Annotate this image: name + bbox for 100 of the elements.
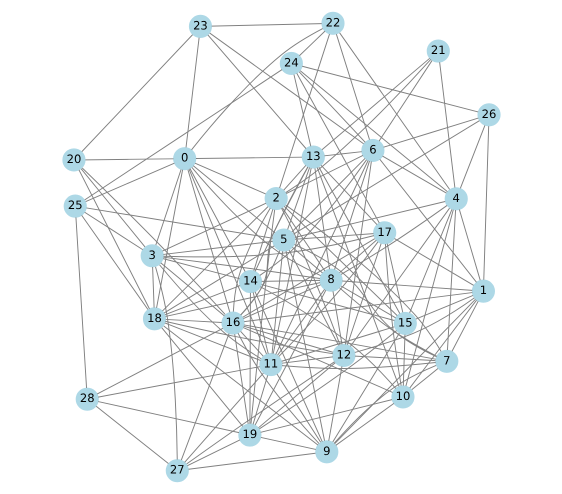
connector: [185, 37, 200, 148]
connector: [341, 280, 472, 291]
connector: [459, 124, 485, 189]
connector: [334, 402, 394, 446]
connector: [328, 366, 342, 442]
connector: [258, 330, 397, 430]
connector: [438, 62, 455, 188]
connector: [252, 374, 268, 425]
node-circle: 19: [238, 423, 261, 447]
connector: [208, 32, 364, 144]
connector: [274, 160, 368, 356]
node-circle: 9: [314, 440, 338, 464]
connector: [250, 209, 275, 424]
connector: [243, 292, 472, 322]
connector: [334, 298, 476, 444]
node-circle: 14: [238, 270, 262, 294]
connector: [188, 452, 316, 470]
connector: [382, 156, 446, 194]
connector: [354, 297, 474, 353]
connector: [164, 282, 320, 317]
connector: [97, 401, 239, 434]
connector: [281, 362, 436, 369]
connector: [278, 241, 378, 357]
connector: [74, 216, 87, 388]
connector: [186, 169, 230, 313]
connector: [283, 206, 398, 316]
node-circle: 10: [390, 385, 414, 408]
connector: [446, 210, 456, 351]
node-circle: 6: [360, 138, 384, 162]
connector: [286, 167, 310, 230]
connector: [458, 209, 480, 281]
connector: [84, 158, 174, 160]
connector: [280, 208, 340, 346]
node-circle: 15: [393, 312, 416, 335]
connector: [354, 356, 436, 362]
connector: [408, 208, 452, 314]
node-circle: 25: [63, 194, 86, 218]
connector: [382, 118, 478, 148]
connector: [162, 202, 266, 252]
connector: [164, 322, 260, 361]
connector: [162, 258, 240, 280]
node-circle: 18: [142, 307, 166, 330]
connector: [280, 326, 394, 362]
connector: [242, 327, 393, 393]
connector: [164, 285, 240, 316]
connector: [163, 245, 274, 314]
connector: [344, 161, 372, 345]
connector: [285, 250, 325, 442]
connector: [164, 320, 333, 354]
connector: [394, 238, 474, 286]
connector: [190, 28, 323, 150]
connector: [378, 158, 476, 283]
connector: [294, 201, 446, 238]
connector: [276, 288, 325, 356]
connector: [332, 290, 342, 345]
node-circle: 2: [264, 186, 288, 210]
connector: [314, 168, 330, 270]
connector: [318, 166, 400, 314]
connector: [281, 356, 333, 364]
connector: [243, 324, 436, 360]
connector: [188, 168, 246, 272]
connector: [97, 366, 260, 398]
connector: [282, 207, 325, 272]
connector: [298, 71, 366, 143]
connector: [254, 166, 308, 272]
connector: [285, 154, 363, 194]
connector: [190, 167, 321, 276]
connector: [210, 23, 322, 27]
node-circle: 11: [258, 353, 282, 376]
connector: [260, 284, 394, 321]
node-circle: 17: [372, 221, 396, 244]
connector: [290, 158, 365, 232]
connector: [349, 208, 450, 347]
connector: [301, 66, 478, 112]
connector: [378, 60, 432, 142]
node-circle: 7: [434, 350, 458, 373]
connector: [85, 207, 273, 239]
connector: [259, 286, 396, 389]
connector: [234, 334, 248, 424]
connector: [237, 332, 320, 444]
connector: [154, 169, 182, 246]
connector: [96, 328, 223, 394]
connector: [252, 208, 273, 272]
connector: [240, 166, 308, 316]
connector: [78, 169, 150, 310]
connector: [292, 74, 311, 147]
node-circle: 23: [188, 14, 212, 38]
connector: [242, 238, 375, 318]
connector: [254, 291, 322, 442]
connector: [338, 287, 437, 357]
node-circle: 22: [320, 12, 344, 35]
connector: [160, 262, 224, 316]
connector: [316, 167, 399, 387]
connector: [292, 120, 480, 235]
node-circle: 5: [272, 228, 295, 252]
connector: [276, 374, 321, 443]
connector: [408, 300, 477, 388]
connector: [320, 164, 378, 226]
connector: [152, 266, 154, 308]
connector: [80, 168, 145, 248]
